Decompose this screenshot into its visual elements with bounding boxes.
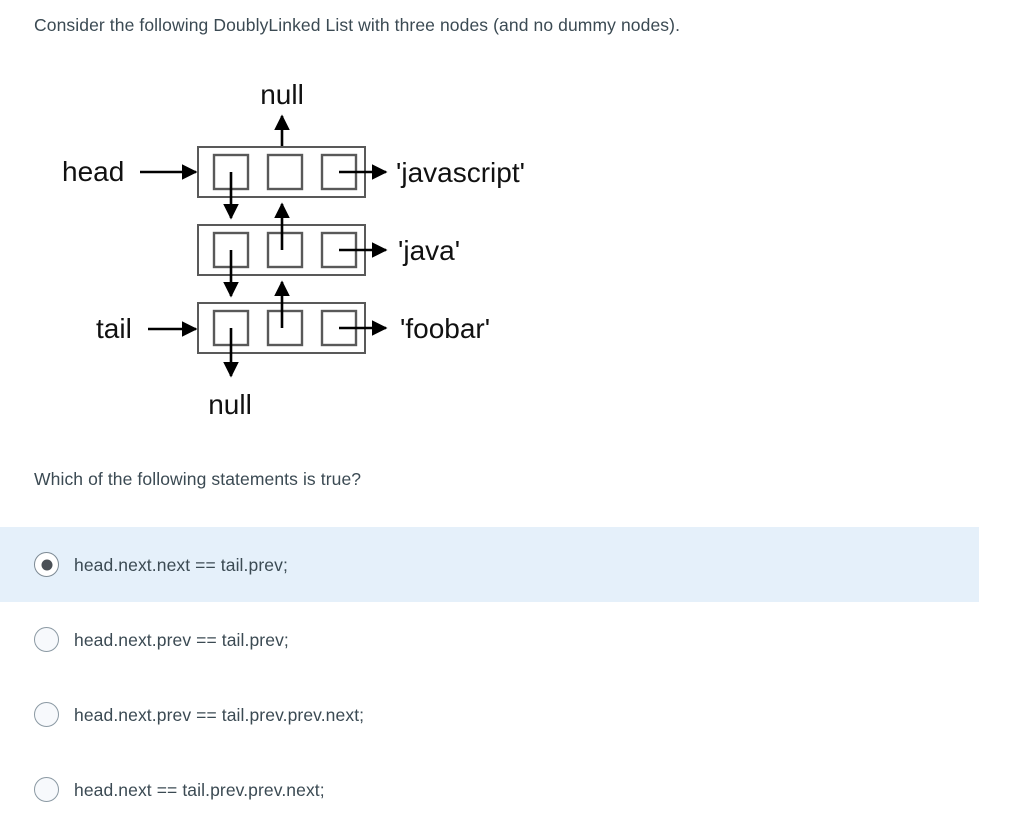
radio-selected-dot-icon: [41, 559, 52, 570]
radio-button-1[interactable]: [34, 627, 59, 652]
radio-button-3[interactable]: [34, 777, 59, 802]
node-1-next-cell: [266, 231, 304, 269]
node-1-data-label: 'java': [398, 235, 460, 266]
radio-button-0[interactable]: [34, 552, 59, 577]
question-prompt: Consider the following DoublyLinked List…: [34, 15, 681, 35]
answer-option-1[interactable]: head.next.prev == tail.prev;: [0, 602, 1024, 677]
answer-option-0-label: head.next.next == tail.prev;: [74, 554, 288, 575]
answer-option-3[interactable]: head.next == tail.prev.prev.next;: [0, 752, 1024, 827]
head-label: head: [62, 156, 124, 187]
linked-list-diagram: null head 'javascript' 'java': [34, 70, 594, 430]
answer-option-1-label: head.next.prev == tail.prev;: [74, 629, 289, 650]
bottom-null-label: null: [208, 389, 252, 420]
answer-options-list: head.next.next == tail.prev; head.next.p…: [0, 527, 1024, 827]
answer-option-0[interactable]: head.next.next == tail.prev;: [0, 527, 979, 602]
answer-option-3-label: head.next == tail.prev.prev.next;: [74, 779, 325, 800]
node-2-next-cell: [266, 309, 304, 347]
radio-button-2[interactable]: [34, 702, 59, 727]
answer-question-prompt: Which of the following statements is tru…: [34, 469, 362, 489]
node-2-data-label: 'foobar': [400, 313, 490, 344]
tail-label: tail: [96, 313, 132, 344]
linked-list-diagram-svg: null head 'javascript' 'java': [62, 79, 525, 420]
answer-option-2-label: head.next.prev == tail.prev.prev.next;: [74, 704, 365, 725]
answer-option-2[interactable]: head.next.prev == tail.prev.prev.next;: [0, 677, 1024, 752]
node-0-data-label: 'javascript': [396, 157, 525, 188]
node-0-next-cell: [266, 153, 304, 191]
top-null-label: null: [260, 79, 304, 110]
